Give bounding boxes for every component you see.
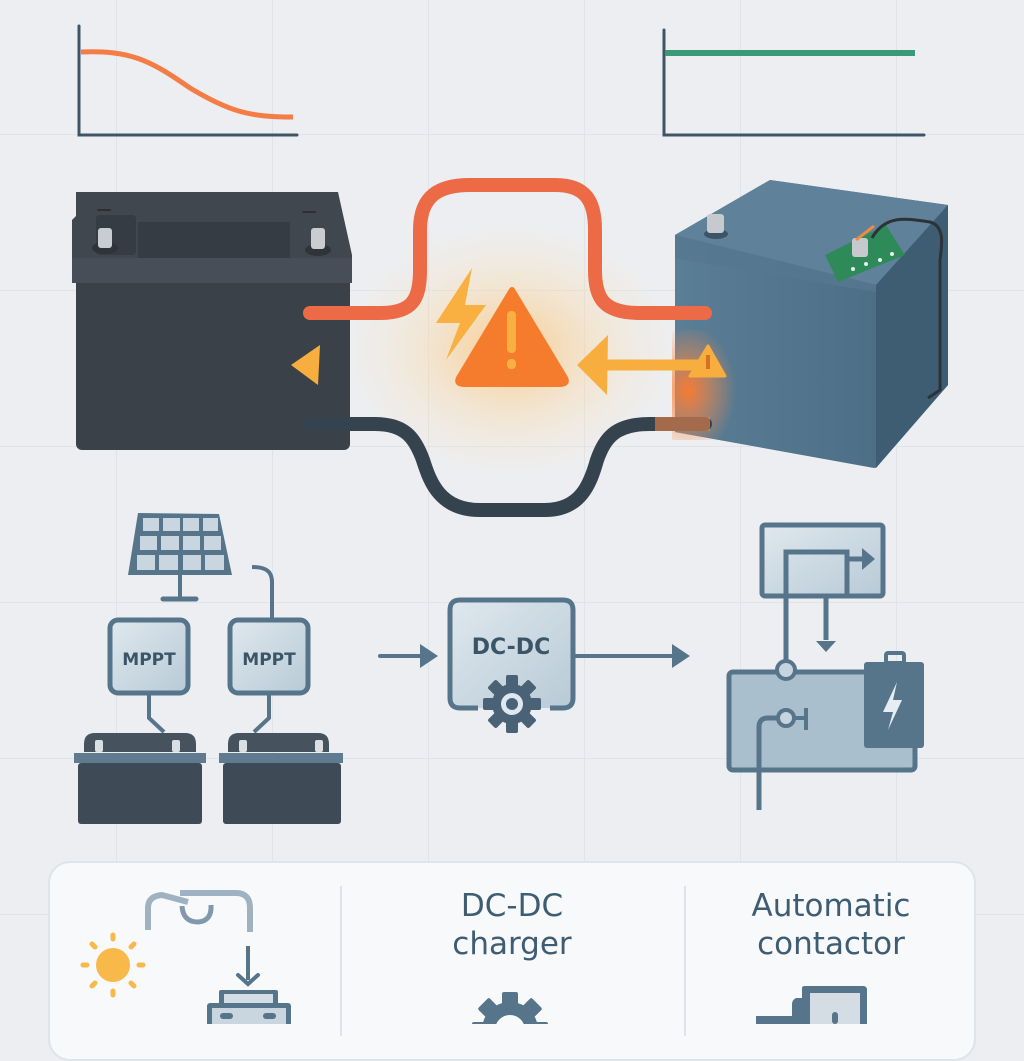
solar-separate-charging-icon — [80, 890, 291, 1033]
chart-y-axis — [662, 28, 926, 137]
gear-icon — [483, 675, 541, 733]
battery-small-icon — [207, 990, 291, 1033]
panel-divider — [684, 886, 686, 1036]
panel-divider — [340, 886, 342, 1036]
gear-icon — [472, 992, 548, 1024]
lead-acid-battery — [72, 192, 352, 450]
lithium-terminal-icon — [707, 214, 724, 233]
panel-title-dc-dc: DC-DC charger — [360, 887, 664, 963]
bms-wire — [870, 217, 944, 400]
warning-triangle-icon — [455, 287, 569, 387]
mppt-label: MPPT — [242, 650, 296, 670]
negative-cable — [303, 417, 712, 517]
battery-charge-icon — [864, 651, 924, 748]
diagram-canvas: MPPT MPPT DC-DC — [72, 24, 948, 824]
terminal-positive-icon — [311, 228, 325, 249]
panel-title-line: DC-DC — [460, 888, 564, 924]
panel-title-line: contactor — [757, 926, 905, 962]
lightning-icon — [436, 268, 486, 360]
sun-icon — [80, 932, 146, 998]
small-warning-icon — [688, 344, 727, 378]
backflow-arrow-left — [291, 345, 450, 385]
backflow-arrow-right — [577, 335, 700, 395]
contactor-icon — [756, 986, 867, 1024]
dc-dc-converter: DC-DC — [378, 597, 690, 733]
lithium-battery — [672, 180, 948, 468]
dc-dc-label: DC-DC — [472, 635, 550, 660]
battery-small-2 — [219, 733, 343, 824]
lithium-voltage-chart — [662, 28, 926, 137]
declining-curve — [80, 49, 294, 120]
panel-title-line: Automatic — [751, 888, 911, 924]
mppt-label: MPPT — [122, 650, 176, 670]
lead-acid-voltage-chart — [77, 24, 299, 137]
automatic-contactor-diagram — [726, 522, 924, 810]
mppt-controller-1: MPPT — [107, 617, 191, 734]
panel-title-contactor: Automatic contactor — [700, 887, 962, 963]
panel-title-line: charger — [452, 926, 572, 962]
solar-wire — [251, 565, 274, 620]
battery-small-1 — [74, 733, 206, 824]
mppt-controller-2: MPPT — [227, 617, 311, 734]
positive-cable — [303, 178, 712, 320]
bms-board-icon — [825, 225, 905, 282]
chart-y-axis — [77, 24, 299, 137]
panel-item-separate-charging — [60, 880, 330, 1033]
solar-panel-icon — [128, 513, 232, 602]
